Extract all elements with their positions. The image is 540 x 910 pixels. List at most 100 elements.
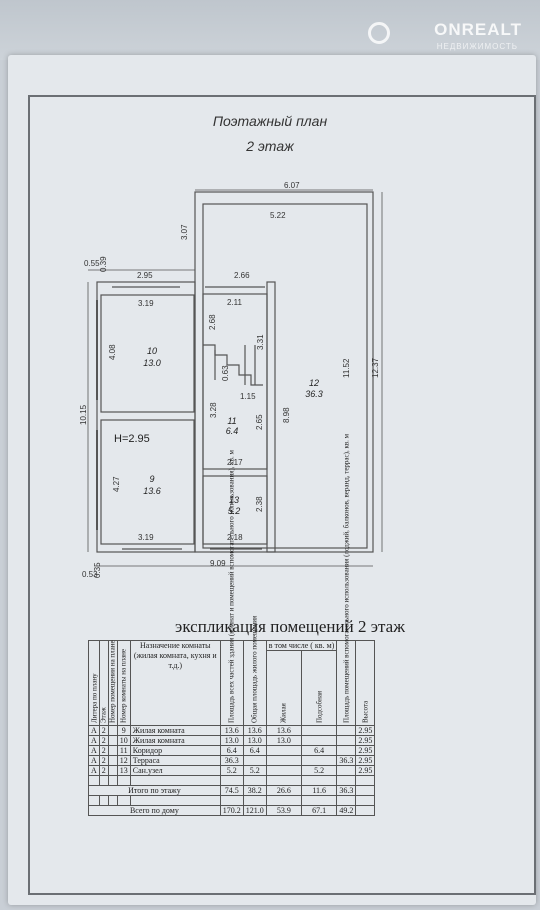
col-header: Площадь помещений вспомогательного испол… — [336, 434, 356, 726]
col-header: Жилая — [266, 650, 302, 726]
col-header: Номер комнаты на плане — [117, 640, 131, 726]
dim-text: 3.19 — [138, 533, 154, 542]
table-cell: 38.2 — [242, 785, 267, 796]
dim-text: 0.35 — [93, 562, 102, 578]
table-cell: 5.2 — [219, 765, 244, 776]
dim-text: 2.17 — [227, 458, 243, 467]
table-cell — [116, 795, 131, 806]
table-cell — [242, 755, 267, 766]
dim-text: 3.28 — [209, 402, 218, 418]
table-cell: 121.0 — [242, 805, 267, 816]
table-cell — [107, 735, 118, 746]
table-cell — [88, 775, 100, 786]
wall-left-block — [96, 281, 196, 553]
table-cell: 5.2 — [301, 765, 338, 776]
table-row — [88, 775, 376, 786]
table-cell: 36.3 — [336, 755, 357, 766]
dim-text: 5.22 — [270, 211, 286, 220]
table-cell — [301, 775, 338, 786]
table-cell: Жилая комната — [129, 735, 221, 746]
table-cell — [336, 775, 357, 786]
table-cell: А — [88, 765, 100, 776]
table-cell — [116, 775, 131, 786]
table-cell: 10 — [116, 735, 131, 746]
table-cell: 36.3 — [336, 785, 357, 796]
table-cell: Сан.узел — [129, 765, 221, 776]
table-cell: Жилая комната — [129, 725, 221, 736]
table-cell: 13.0 — [242, 735, 267, 746]
table-cell — [336, 725, 357, 736]
table-cell: 6.4 — [301, 745, 338, 756]
table-cell: 2 — [98, 755, 109, 766]
dim-text: 11.52 — [342, 358, 351, 378]
table-cell: 2 — [98, 735, 109, 746]
col-header: Высота — [355, 640, 375, 726]
dim-text: 0.39 — [99, 256, 108, 272]
table-cell: 13.6 — [265, 725, 303, 736]
table-cell: А — [88, 745, 100, 756]
table-cell: 13.6 — [242, 725, 267, 736]
table-cell: 74.5 — [219, 785, 244, 796]
total-label: Всего по дому — [88, 805, 221, 816]
room-10-number: 10 — [147, 346, 157, 356]
table-cell — [219, 775, 244, 786]
table-cell — [107, 775, 118, 786]
table-cell: 9 — [116, 725, 131, 736]
table-cell: 2.95 — [355, 755, 376, 766]
table-cell: Терраса — [129, 755, 221, 766]
col-header: Номер помещения на плане — [108, 640, 118, 726]
table-cell: 49.2 — [336, 805, 357, 816]
table-cell: 36.3 — [219, 755, 244, 766]
table-cell — [336, 765, 357, 776]
table-cell — [98, 795, 109, 806]
table-cell — [242, 775, 267, 786]
table-cell — [301, 725, 338, 736]
table-cell — [301, 755, 338, 766]
room-9-number: 9 — [149, 474, 154, 484]
table-cell — [301, 735, 338, 746]
table-cell: 13.0 — [265, 735, 303, 746]
table-cell: 6.4 — [242, 745, 267, 756]
table-cell — [265, 795, 303, 806]
dim-text: 4.08 — [108, 344, 117, 360]
table-cell: 2.95 — [355, 745, 376, 756]
table-cell: А — [88, 755, 100, 766]
dim-text: 2.68 — [208, 314, 217, 330]
table-cell: 11.6 — [301, 785, 338, 796]
room-10-walls — [100, 294, 195, 413]
dim-text: 2.66 — [234, 271, 250, 280]
dim-text: 12.37 — [371, 357, 380, 378]
ceiling-height: H=2.95 — [114, 433, 150, 445]
wall-terrace — [194, 191, 374, 553]
table-cell: 11 — [116, 745, 131, 756]
table-cell — [242, 795, 267, 806]
watermark-subtitle: НЕДВИЖИМОСТЬ — [436, 42, 518, 51]
table-cell: А — [88, 725, 100, 736]
room-9-area: 13.6 — [143, 486, 161, 496]
watermark-logo-icon — [368, 22, 390, 44]
plan-floor: 2 этаж — [246, 138, 294, 154]
room-10-area: 13.0 — [143, 358, 161, 368]
table-cell: 26.6 — [265, 785, 303, 796]
table-cell: 2 — [98, 765, 109, 776]
table-cell: 67.1 — [301, 805, 338, 816]
dim-text: 2.11 — [227, 298, 243, 307]
dim-text: 0.53 — [82, 570, 98, 579]
table-cell: 13.0 — [219, 735, 244, 746]
table-cell — [107, 725, 118, 736]
dim-text: 4.27 — [112, 476, 121, 492]
explication-title: экспликация помещений 2 этаж — [175, 617, 405, 636]
table-cell — [107, 745, 118, 756]
table-cell — [355, 775, 376, 786]
table-cell: 2 — [98, 725, 109, 736]
table-cell: 12 — [116, 755, 131, 766]
table-cell — [355, 795, 376, 806]
table-cell: 53.9 — [265, 805, 303, 816]
table-cell — [265, 755, 303, 766]
dim-text: 2.95 — [137, 271, 153, 280]
